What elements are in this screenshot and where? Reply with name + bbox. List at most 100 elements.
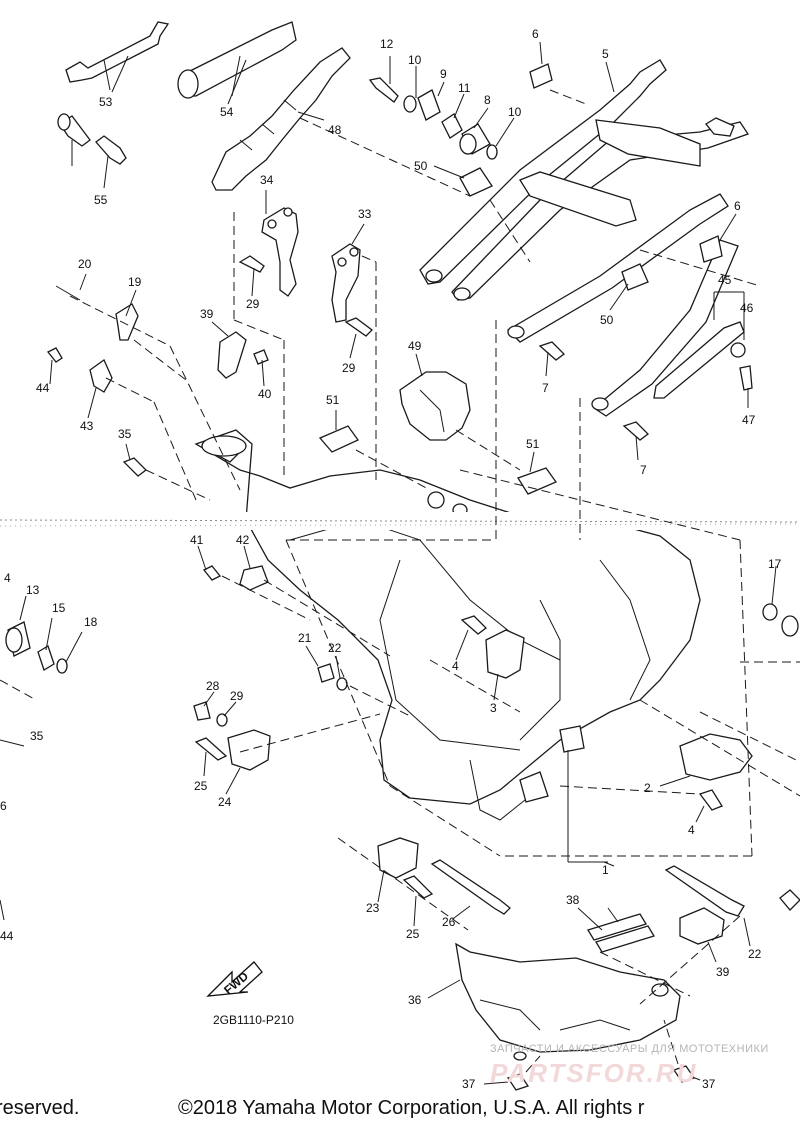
label-31: 33 <box>358 207 372 221</box>
label-43: 44 <box>36 381 50 395</box>
label-9: 9 <box>440 67 447 81</box>
watermark-subtitle: ЗАПЧАСТИ И АКСЕССУАРЫ ДЛЯ МОТОТЕХНИКИ <box>490 1043 769 1055</box>
part-32-bracket <box>261 207 299 297</box>
label-33b: 35 <box>30 729 44 743</box>
label-7b: 7 <box>640 463 647 477</box>
part-43-bolt <box>46 347 63 363</box>
part-29-washer <box>216 713 228 727</box>
label-53: 54 <box>220 105 234 119</box>
part-46-collar <box>730 342 746 358</box>
label-23: 22 <box>328 641 342 655</box>
part-34-skid-plate <box>455 942 681 1061</box>
label-2: 2 <box>644 781 651 795</box>
label-34: 36 <box>408 993 422 1007</box>
part-12-bolt <box>368 77 399 103</box>
label-6b: 6 <box>734 199 741 213</box>
label-6a: 6 <box>532 27 539 41</box>
label-25: 24 <box>218 795 232 809</box>
label-46: 46 <box>740 301 754 315</box>
part-52-wrench <box>65 21 170 91</box>
part-53-socket-tool <box>177 21 297 99</box>
label-27: 26 <box>442 915 456 929</box>
part-1-frame <box>194 429 701 821</box>
label-35a: 37 <box>462 1077 476 1091</box>
label-28: 28 <box>206 679 220 693</box>
part-18-washer <box>56 658 68 674</box>
label-24: 23 <box>366 901 380 915</box>
label-37: 39 <box>716 965 730 979</box>
label-30a: 29 <box>246 297 260 311</box>
part-55-bolt <box>57 113 91 147</box>
label-41: 41 <box>190 533 204 547</box>
part-27-bolt <box>430 859 511 915</box>
part-54-bolt <box>95 135 127 165</box>
label-45: 45 <box>718 273 732 287</box>
label-48: 48 <box>328 123 342 137</box>
part-50-clamp <box>318 425 557 495</box>
part-30-bolt <box>238 255 373 337</box>
leader-lines <box>0 41 800 1085</box>
label-22: 21 <box>298 631 312 645</box>
label-17: 17 <box>768 557 782 571</box>
part-9-collar <box>417 89 441 121</box>
label-13: 13 <box>26 583 40 597</box>
label-20: 20 <box>78 257 92 271</box>
part-20-rivet <box>55 285 81 301</box>
label-3: 3 <box>490 701 497 715</box>
part-31-bracket <box>331 243 361 323</box>
label-4a: 4 <box>4 571 11 585</box>
diagram-code: 2GB1110-P210 <box>213 1013 294 1027</box>
part-38-bracket <box>217 331 247 379</box>
part-10-washer <box>403 95 498 160</box>
label-5: 5 <box>602 47 609 61</box>
label-1: 1 <box>602 863 609 877</box>
part-41-bolt <box>202 565 222 581</box>
part-26-bolt <box>194 737 434 899</box>
part-5-seat-rail <box>419 59 750 417</box>
label-12: 12 <box>380 37 394 51</box>
part-15-collar <box>37 645 55 671</box>
label-7a: 7 <box>542 381 549 395</box>
label-4b: 4 <box>452 659 459 673</box>
part-17-bushing <box>762 603 799 637</box>
part-25-bracket <box>227 729 271 771</box>
part-7-bolt <box>538 341 649 441</box>
part-number-labels: 53 54 55 48 12 10 9 11 8 10 6 5 6 50 50 … <box>0 27 782 1091</box>
label-51b: 50 <box>600 313 614 327</box>
part-4-bolt <box>460 615 723 811</box>
label-38: 39 <box>200 307 214 321</box>
part-22-nut <box>317 663 335 683</box>
part-11-bushing <box>441 113 463 139</box>
part-39-screw <box>253 349 269 365</box>
label-19: 19 <box>128 275 142 289</box>
part-40-clip <box>239 565 269 591</box>
label-50b: 51 <box>526 437 540 451</box>
label-52: 53 <box>99 95 113 109</box>
part-42-clip <box>89 359 113 393</box>
label-4c: 4 <box>688 823 695 837</box>
part-51-clamp <box>459 167 649 291</box>
copyright-notice: ©2018 Yamaha Motor Corporation, U.S.A. A… <box>178 1097 645 1119</box>
label-30b: 29 <box>342 361 356 375</box>
label-11: 11 <box>458 81 471 95</box>
label-50a: 51 <box>326 393 340 407</box>
part-49-cover <box>399 371 471 441</box>
part-21-bolt <box>664 865 800 917</box>
copyright-left: reserved. <box>0 1097 80 1119</box>
part-6-label-plate <box>529 63 723 263</box>
label-26b: 25 <box>406 927 420 941</box>
part-47-bolt <box>739 365 753 391</box>
label-6c: 6 <box>0 799 7 813</box>
label-49: 49 <box>408 339 422 353</box>
label-32: 34 <box>260 173 274 187</box>
part-19-clip <box>115 303 139 341</box>
label-36: 38 <box>566 893 580 907</box>
label-47: 47 <box>742 413 756 427</box>
label-18: 18 <box>84 615 98 629</box>
label-44: 44 <box>0 929 14 943</box>
label-21: 22 <box>748 947 762 961</box>
part-33-bolt <box>122 457 147 477</box>
label-39: 40 <box>258 387 272 401</box>
label-29: 29 <box>230 689 244 703</box>
